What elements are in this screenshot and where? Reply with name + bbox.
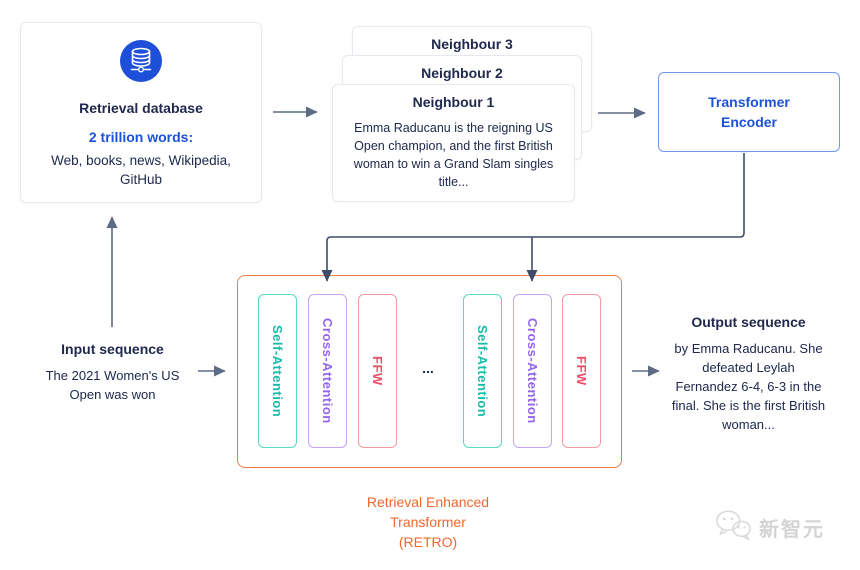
database-icon (21, 39, 261, 88)
cross-attention-block-2: Cross-Attention (513, 294, 552, 448)
cross-attention-label: Cross-Attention (320, 318, 335, 424)
input-sequence: Input sequence The 2021 Women's US Open … (25, 341, 200, 404)
retro-box (237, 275, 622, 468)
output-sequence-title: Output sequence (691, 314, 806, 330)
neighbour-3-title: Neighbour 3 (431, 36, 513, 52)
cross-attention-label: Cross-Attention (525, 318, 540, 424)
retrieval-database-card: Retrieval database 2 trillion words: Web… (20, 22, 262, 203)
transformer-encoder-label: Transformer Encoder (708, 94, 790, 130)
cross-attention-block-1: Cross-Attention (308, 294, 347, 448)
ellipsis-dots: ... (422, 360, 434, 376)
transformer-encoder-box: Transformer Encoder (658, 72, 840, 152)
output-sequence: Output sequence by Emma Raducanu. She de… (666, 314, 831, 434)
neighbour-1-title: Neighbour 1 (412, 94, 495, 110)
input-sequence-title: Input sequence (61, 341, 164, 357)
self-attention-label: Self-Attention (270, 324, 285, 418)
retrieval-database-body: Web, books, news, Wikipedia, GitHub (51, 153, 231, 187)
ffw-block-2: FFW (562, 294, 601, 448)
ffw-block-1: FFW (358, 294, 397, 448)
wechat-logo-icon (714, 508, 752, 547)
retrieval-database-title: Retrieval database (79, 100, 203, 116)
neighbour-1-body: Emma Raducanu is the reigning US Open ch… (353, 121, 554, 189)
neighbour-1-card: Neighbour 1 Emma Raducanu is the reignin… (332, 84, 575, 202)
self-attention-label: Self-Attention (475, 324, 490, 418)
retrieval-database-subtitle: 2 trillion words: (88, 129, 194, 145)
output-sequence-body: by Emma Raducanu. She defeated Leylah Fe… (671, 341, 826, 432)
diagram-caption: Retrieval Enhanced Transformer (RETRO) (366, 494, 490, 550)
self-attention-block-1: Self-Attention (258, 294, 297, 448)
ffw-label: FFW (574, 356, 589, 386)
self-attention-block-2: Self-Attention (463, 294, 502, 448)
watermark: 新智元 (714, 508, 825, 547)
neighbour-2-title: Neighbour 2 (421, 65, 503, 81)
input-sequence-body: The 2021 Women's US Open was won (45, 368, 180, 402)
watermark-text: 新智元 (759, 519, 825, 541)
ffw-label: FFW (370, 356, 385, 386)
